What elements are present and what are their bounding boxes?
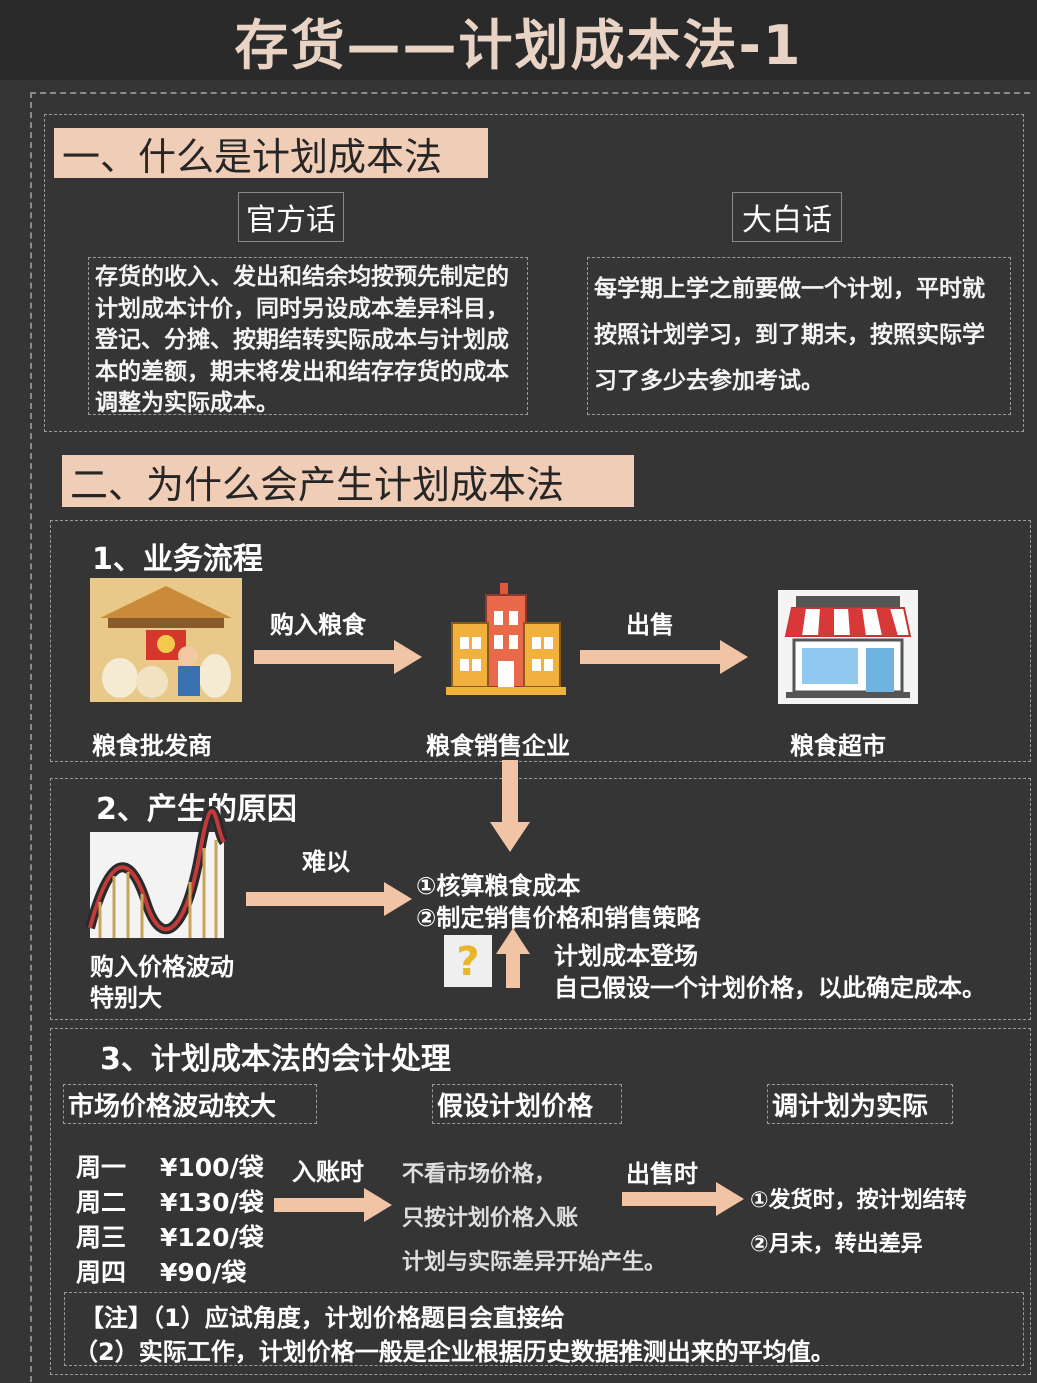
- official-label: 官方话: [238, 192, 344, 242]
- price-row: 周二 ¥130/袋: [76, 1185, 264, 1220]
- node-supermarket: 粮食超市: [790, 732, 886, 760]
- arrow-right-icon: [580, 640, 748, 674]
- arrow-right-icon: [622, 1182, 744, 1216]
- arrow-down-icon: [490, 760, 530, 852]
- arrow-label-difficult: 难以: [302, 848, 350, 876]
- right-line1: ①发货时，按计划结转: [750, 1188, 967, 1213]
- dashed-divider-top: [30, 92, 1030, 94]
- arrow-right-icon: [274, 1188, 392, 1222]
- flow-title: 1、业务流程: [92, 542, 263, 577]
- node-company: 粮食销售企业: [426, 732, 570, 760]
- note-line2: （2）实际工作，计划价格一般是企业根据历史数据推测出来的平均值。: [74, 1338, 835, 1366]
- price-list: 周一 ¥100/袋 周二 ¥130/袋 周三 ¥120/袋 周四 ¥90/袋: [76, 1150, 264, 1290]
- note-box: [64, 1292, 1024, 1366]
- arrow-right-icon: [246, 882, 412, 916]
- mid-line2: 只按计划价格入账: [402, 1206, 579, 1231]
- arrow-label-buy: 购入粮食: [270, 611, 366, 639]
- plan-title: 计划成本登场: [554, 942, 698, 970]
- reason-box: [50, 778, 1031, 1020]
- right-line2: ②月末，转出差异: [750, 1232, 923, 1257]
- section1-box: [44, 114, 1024, 432]
- mid-line3: 计划与实际差异开始产生。: [402, 1250, 667, 1275]
- price-row: 周三 ¥120/袋: [76, 1220, 264, 1255]
- company-building-icon: [446, 583, 566, 695]
- price-value: ¥130/袋: [160, 1188, 264, 1217]
- dashed-divider-left: [30, 92, 32, 1382]
- section1-heading: 一、什么是计划成本法: [54, 128, 488, 179]
- plain-label: 大白话: [732, 192, 842, 242]
- wholesaler-icon: [90, 578, 242, 702]
- price-value: ¥120/袋: [160, 1223, 264, 1252]
- flow-box: [50, 520, 1031, 762]
- price-value: ¥90/袋: [160, 1258, 247, 1287]
- plain-text: 每学期上学之前要做一个计划，平时就按照计划学习，到了期末，按照实际学习了多少去参…: [587, 257, 1011, 415]
- supermarket-icon: [778, 590, 918, 704]
- accounting-title: 3、计划成本法的会计处理: [100, 1042, 451, 1077]
- arrow-right-icon: [254, 640, 422, 674]
- price-day: 周二: [76, 1188, 127, 1217]
- arrow-up-icon: [496, 928, 530, 988]
- price-fluctuation-icon: [85, 806, 229, 938]
- arrow-label-sell: 出售: [626, 611, 674, 639]
- accounting-box: [50, 1028, 1031, 1375]
- price-day: 周三: [76, 1223, 127, 1252]
- cause-text: 购入价格波动 特别大: [90, 952, 234, 1014]
- arrow-label-record: 入账时: [292, 1158, 364, 1186]
- arrow-label-sale: 出售时: [626, 1160, 698, 1188]
- col-assume-plan: 假设计划价格: [432, 1084, 622, 1124]
- price-day: 周四: [76, 1258, 127, 1287]
- cause-line2: 特别大: [90, 984, 162, 1012]
- price-row: 周四 ¥90/袋: [76, 1255, 264, 1290]
- page-title: 存货——计划成本法-1: [234, 13, 803, 77]
- section2-heading: 二、为什么会产生计划成本法: [62, 455, 634, 507]
- mid-line1: 不看市场价格，: [402, 1162, 557, 1187]
- plan-text: 自己假设一个计划价格，以此确定成本。: [554, 974, 986, 1002]
- title-bar: 存货——计划成本法-1: [0, 0, 1037, 80]
- official-text: 存货的收入、发出和结余均按预先制定的计划成本计价，同时另设成本差异科目，登记、分…: [88, 257, 528, 416]
- question-key-icon: ?: [444, 935, 492, 987]
- price-row: 周一 ¥100/袋: [76, 1150, 264, 1185]
- node-wholesaler: 粮食批发商: [92, 732, 212, 760]
- difficulty-item1: ①核算粮食成本: [416, 872, 581, 900]
- note-line1: 【注】（1）应试角度，计划价格题目会直接给: [80, 1304, 565, 1332]
- cause-line1: 购入价格波动: [90, 953, 234, 981]
- svg-text:?: ?: [456, 939, 479, 985]
- difficulty-item2: ②制定销售价格和销售策略: [416, 904, 701, 932]
- col-adjust-actual: 调计划为实际: [767, 1084, 953, 1124]
- price-value: ¥100/袋: [160, 1153, 264, 1182]
- col-market-price: 市场价格波动较大: [63, 1084, 317, 1124]
- reason-title: 2、产生的原因: [96, 792, 297, 827]
- price-day: 周一: [76, 1153, 127, 1182]
